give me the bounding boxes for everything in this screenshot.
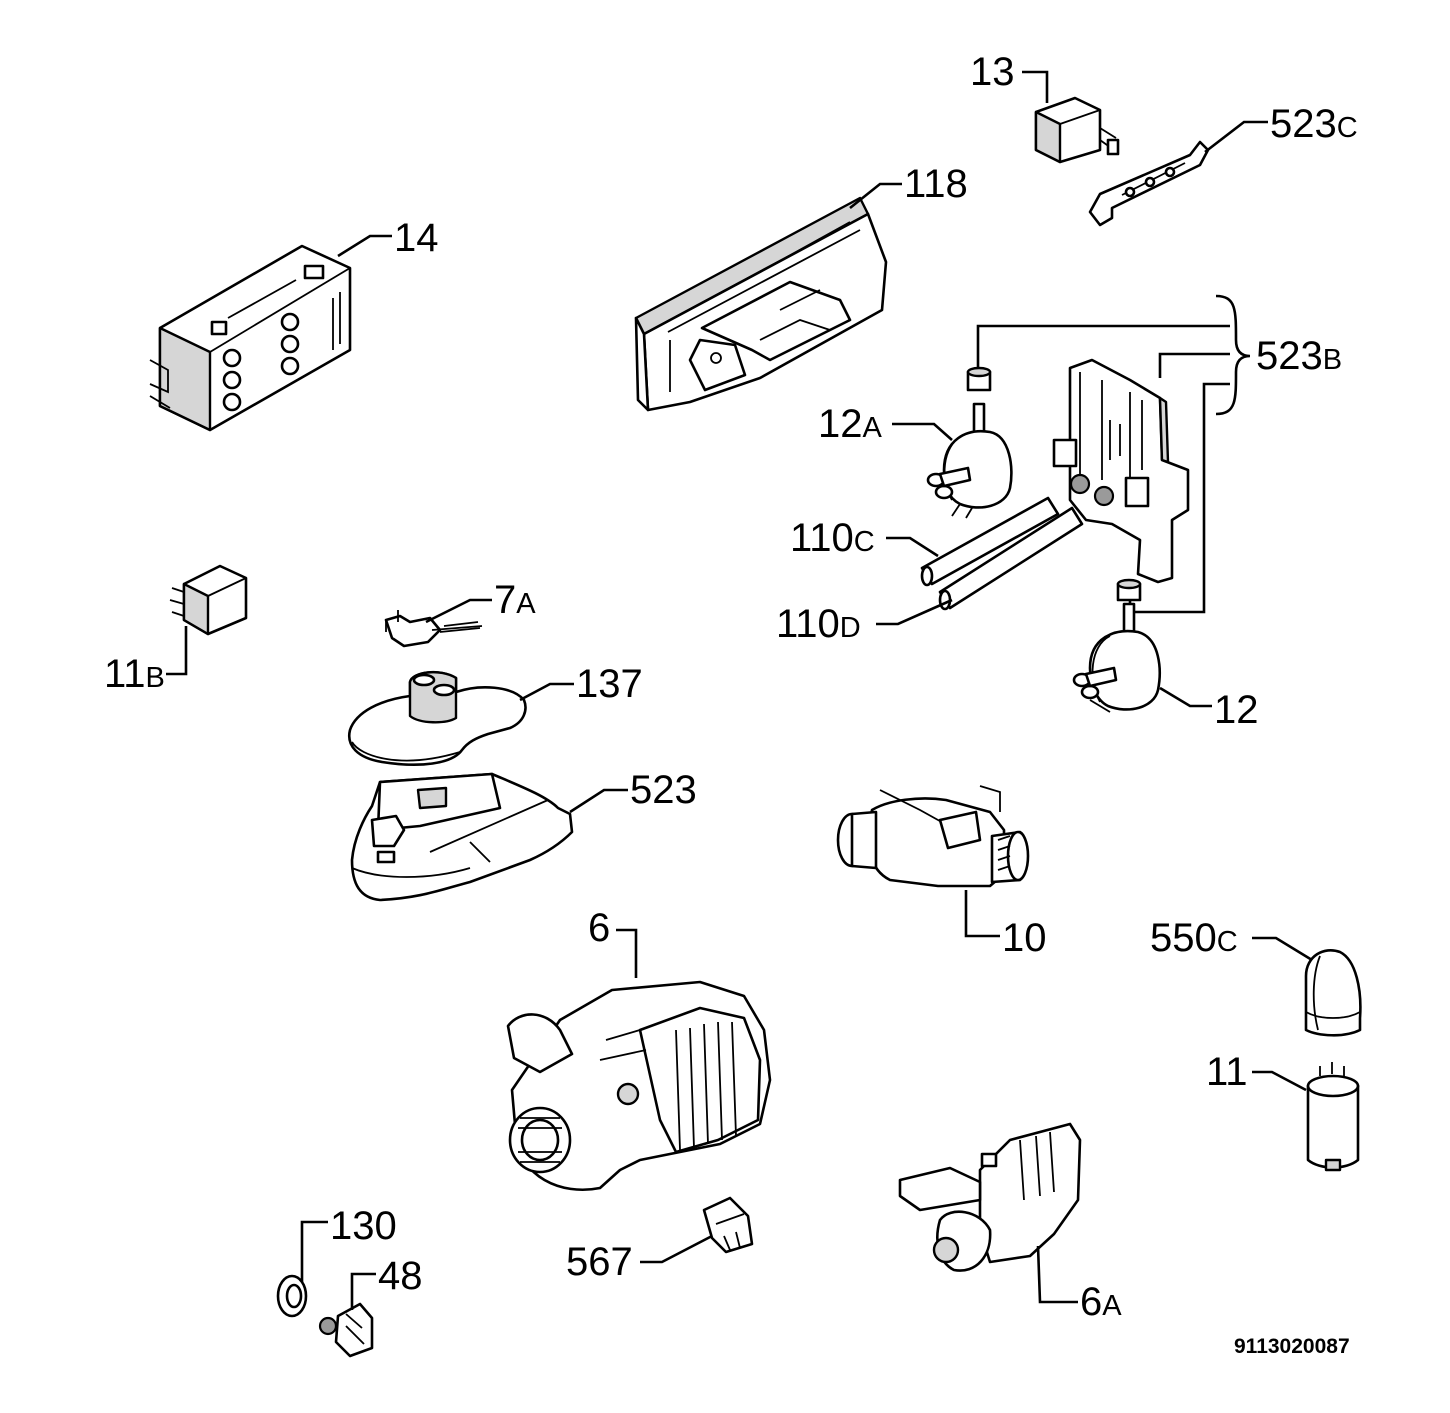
leader-11b	[166, 626, 188, 676]
leader-523b-a	[976, 324, 1230, 368]
leader-110c	[886, 536, 939, 558]
leader-567	[640, 1234, 713, 1264]
label-523c: 523C	[1270, 102, 1358, 146]
label-6: 6	[588, 906, 611, 950]
label-12: 12	[1214, 688, 1259, 732]
part-10-heater	[836, 785, 1030, 888]
part-523-housing	[350, 772, 574, 902]
part-118-dispenser	[634, 196, 888, 412]
label-12a: 12A	[818, 402, 882, 446]
leader-137	[519, 682, 574, 702]
part-7a-sensor	[384, 610, 483, 648]
leader-523c	[1204, 120, 1268, 154]
label-567: 567	[566, 1240, 633, 1284]
label-110c: 110C	[790, 516, 875, 560]
leader-6	[616, 928, 638, 978]
leader-118	[849, 182, 902, 210]
leader-12	[1159, 686, 1212, 708]
leader-7a	[425, 598, 492, 624]
label-48: 48	[378, 1254, 423, 1298]
label-523: 523	[630, 768, 697, 812]
label-137: 137	[576, 662, 643, 706]
leader-11	[1252, 1070, 1307, 1092]
brace-523b	[1215, 294, 1251, 416]
part-6a-drain-pump	[898, 1122, 1082, 1272]
part-523c-bracket	[1088, 140, 1210, 227]
leader-48	[350, 1272, 376, 1310]
part-12a-pressure-switch	[926, 402, 1013, 519]
part-137-cover	[347, 670, 527, 766]
part-12-pressure-switch	[1072, 602, 1161, 713]
part-523b-bracket	[1052, 358, 1190, 584]
leader-523b-b	[1158, 352, 1230, 378]
leader-10	[964, 890, 1000, 938]
part-48-plug	[318, 1302, 374, 1358]
label-523b: 523B	[1256, 334, 1343, 378]
leader-13	[1022, 70, 1049, 103]
part-567-clip	[702, 1196, 754, 1254]
label-13: 13	[970, 50, 1015, 94]
part-523b-cap-bottom	[1116, 578, 1142, 602]
label-550c: 550C	[1150, 916, 1238, 960]
leader-14	[337, 234, 392, 258]
leader-550c	[1252, 936, 1313, 962]
part-11-capacitor	[1306, 1062, 1360, 1172]
part-11b-relay	[169, 564, 248, 636]
part-523b-cap-top	[966, 366, 992, 392]
leader-110d	[876, 598, 953, 626]
label-11b: 11B	[104, 652, 165, 696]
drawing-code: 9113020087	[1234, 1335, 1350, 1358]
leader-12a	[892, 422, 953, 441]
leader-130	[300, 1220, 328, 1282]
label-130: 130	[330, 1204, 397, 1248]
part-130-seal	[276, 1274, 308, 1318]
leader-6a	[1036, 1245, 1078, 1304]
leader-523	[569, 788, 628, 814]
part-550c-cap	[1304, 949, 1362, 1037]
part-14-module	[149, 244, 352, 432]
part-6-pump	[506, 980, 772, 1192]
label-7a: 7A	[494, 578, 536, 622]
label-110d: 110D	[776, 602, 861, 646]
label-6a: 6A	[1080, 1280, 1122, 1324]
part-13-switch	[1034, 96, 1120, 164]
label-118: 118	[904, 162, 968, 206]
part-110c-hose	[920, 496, 1060, 587]
label-14: 14	[394, 216, 439, 260]
label-11: 11	[1206, 1050, 1248, 1094]
label-10: 10	[1002, 916, 1047, 960]
